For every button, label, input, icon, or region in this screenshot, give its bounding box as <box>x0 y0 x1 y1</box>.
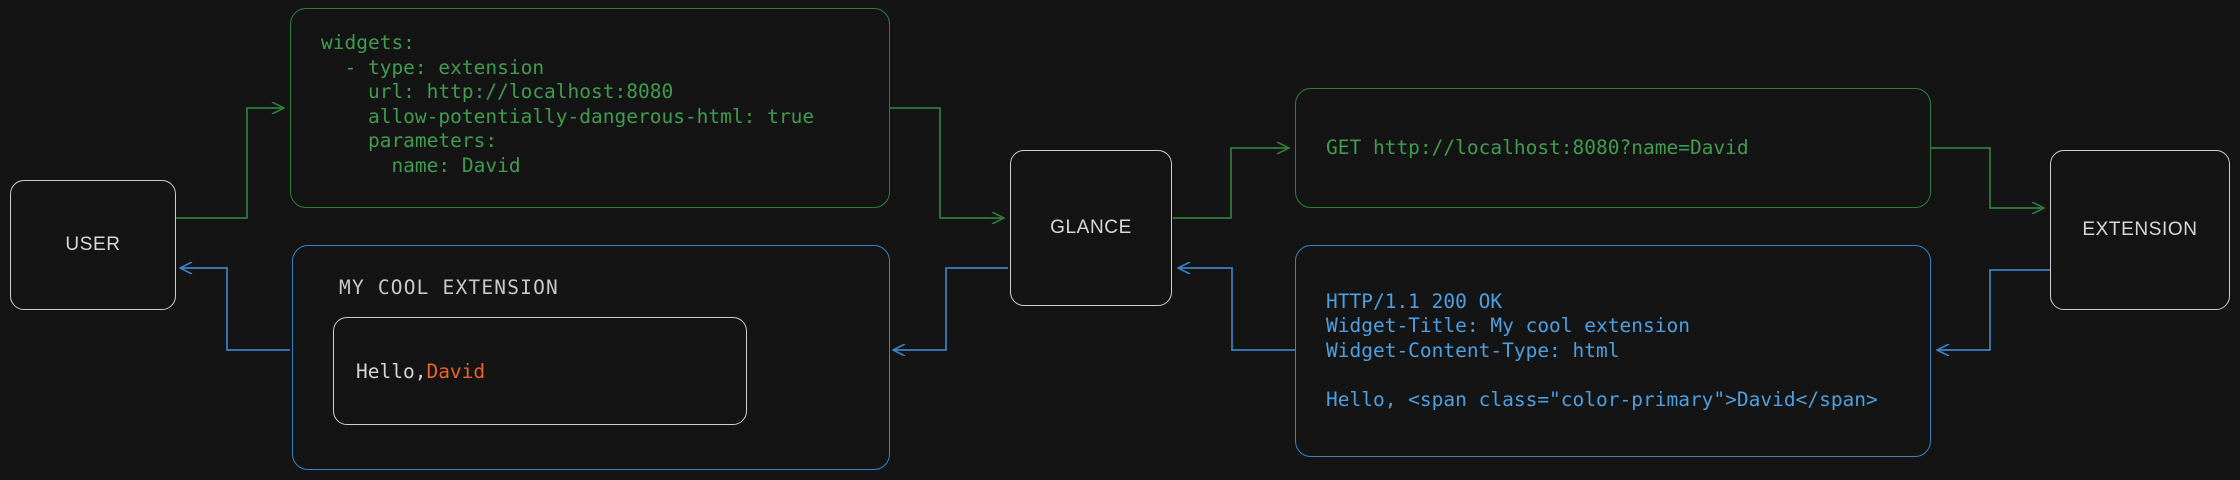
edge-glance-to-request <box>1173 148 1289 219</box>
node-extension-label: EXTENSION <box>2082 219 2198 240</box>
widget-name-value: David <box>426 359 486 383</box>
node-extension[interactable]: EXTENSION <box>2050 150 2230 310</box>
http-request-text: GET http://localhost:8080?name=David <box>1326 135 1749 159</box>
edge-user-to-config <box>176 108 284 219</box>
http-request-box: GET http://localhost:8080?name=David <box>1295 88 1931 208</box>
widget-greeting: Hello, <box>356 359 427 383</box>
config-yaml-box: widgets: - type: extension url: http://l… <box>290 8 890 208</box>
http-response-text: HTTP/1.1 200 OK Widget-Title: My cool ex… <box>1326 289 1878 411</box>
edge-request-to-extension <box>1931 147 2044 208</box>
node-user-label: USER <box>65 234 121 255</box>
edge-config-to-glance <box>890 107 1004 218</box>
widget-title: MY COOL EXTENSION <box>339 276 559 299</box>
node-user[interactable]: USER <box>10 180 176 310</box>
node-glance-label: GLANCE <box>1050 217 1132 238</box>
edge-response-to-glance <box>1178 268 1295 351</box>
node-glance[interactable]: GLANCE <box>1010 150 1172 306</box>
rendered-widget-box: MY COOL EXTENSION Hello, David <box>292 245 890 470</box>
http-response-box: HTTP/1.1 200 OK Widget-Title: My cool ex… <box>1295 245 1931 457</box>
widget-content: Hello, David <box>333 317 747 425</box>
edge-extension-to-response <box>1937 269 2050 350</box>
edge-widget-to-user <box>180 268 290 351</box>
config-yaml-text: widgets: - type: extension url: http://l… <box>321 31 815 177</box>
edge-glance-to-widget <box>893 267 1008 350</box>
